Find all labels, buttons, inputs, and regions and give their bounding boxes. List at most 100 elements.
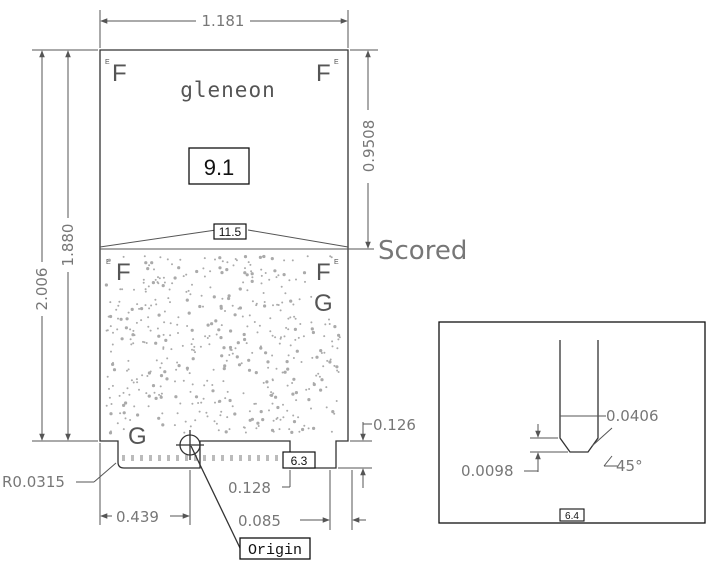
via-dot <box>291 382 293 384</box>
via-dot <box>274 396 277 399</box>
fiducial-g-right: G <box>314 290 333 317</box>
via-dot <box>303 335 305 337</box>
via-dot <box>232 405 234 407</box>
fiducial-f-top-left: F <box>112 60 127 87</box>
via-dot <box>191 349 193 351</box>
via-dot <box>207 415 209 417</box>
via-dot <box>326 406 328 408</box>
via-dot <box>260 269 262 271</box>
via-dot <box>271 257 274 260</box>
via-dot <box>186 325 188 327</box>
via-dot <box>143 279 145 281</box>
via-dot <box>211 389 214 392</box>
via-dot <box>270 391 272 393</box>
via-dot <box>287 318 289 320</box>
via-dot <box>296 350 299 353</box>
via-dot <box>188 290 190 292</box>
via-dot <box>222 346 225 349</box>
via-dot <box>150 305 152 307</box>
board-outline <box>100 50 348 468</box>
edge-pad <box>140 455 143 461</box>
via-dot <box>136 381 138 383</box>
via-dot <box>157 281 159 283</box>
via-dot <box>274 336 276 338</box>
via-dot <box>160 385 162 387</box>
via-dot <box>269 317 271 319</box>
detail-angle: 45° <box>616 457 643 475</box>
via-dot <box>224 397 226 399</box>
via-dot <box>209 286 211 288</box>
via-dot <box>257 331 259 333</box>
via-dot <box>249 264 251 266</box>
via-dot <box>186 299 189 302</box>
via-dot <box>290 431 293 434</box>
via-dot <box>133 405 135 407</box>
via-dot <box>154 299 156 301</box>
via-dot <box>261 418 264 421</box>
via-dot <box>170 322 172 324</box>
via-dot <box>163 334 165 336</box>
via-dot <box>208 343 210 345</box>
via-dot <box>269 394 271 396</box>
via-dot <box>251 418 254 421</box>
via-dot <box>308 427 310 429</box>
via-dot <box>183 275 185 277</box>
via-dot <box>185 291 187 293</box>
via-dot <box>252 300 254 302</box>
via-dot <box>262 256 264 258</box>
via-dot <box>156 359 158 361</box>
via-dot <box>200 346 202 348</box>
via-dot <box>282 372 284 374</box>
via-dot <box>276 276 278 278</box>
via-dot <box>162 346 164 348</box>
via-dot <box>143 282 145 284</box>
via-dot <box>332 345 334 347</box>
via-dot <box>163 370 166 373</box>
via-dot <box>207 337 209 339</box>
via-dot <box>152 384 155 387</box>
via-dot <box>338 371 340 373</box>
box-notch-label: 6.3 <box>291 454 308 468</box>
via-dot <box>271 355 273 357</box>
via-dot <box>125 326 128 329</box>
via-dot <box>123 256 125 258</box>
via-dot <box>268 409 270 411</box>
via-dot <box>174 380 176 382</box>
via-dot <box>235 258 237 260</box>
via-dot <box>200 402 202 404</box>
via-dot <box>229 346 232 349</box>
via-dot <box>128 394 130 396</box>
via-dot <box>276 406 279 409</box>
via-dot <box>269 330 271 332</box>
via-dot <box>105 283 108 286</box>
via-dot <box>123 411 126 414</box>
via-dot <box>144 261 147 264</box>
via-dot <box>192 357 195 360</box>
via-dot <box>239 287 242 290</box>
via-dot <box>146 342 148 344</box>
via-dot <box>218 266 221 269</box>
via-dot <box>254 321 256 323</box>
via-dot <box>317 373 319 375</box>
via-dot <box>106 330 108 332</box>
via-dot <box>191 284 193 286</box>
via-dot <box>263 304 266 307</box>
via-dot <box>153 268 155 270</box>
via-dot <box>140 307 143 310</box>
via-dot <box>277 274 279 276</box>
via-dot <box>246 342 248 344</box>
via-dot <box>329 255 331 257</box>
via-dot <box>174 395 177 398</box>
via-dot <box>171 263 173 265</box>
via-dot <box>301 361 303 363</box>
via-dot <box>191 329 194 332</box>
via-dot <box>307 398 310 401</box>
via-dot <box>218 256 221 259</box>
via-dot <box>237 341 240 344</box>
via-dot <box>291 393 294 396</box>
detail-slot-outline <box>560 340 598 452</box>
via-dot <box>121 337 124 340</box>
via-dot <box>117 305 119 307</box>
via-dot <box>243 333 246 336</box>
via-dot <box>236 355 239 358</box>
